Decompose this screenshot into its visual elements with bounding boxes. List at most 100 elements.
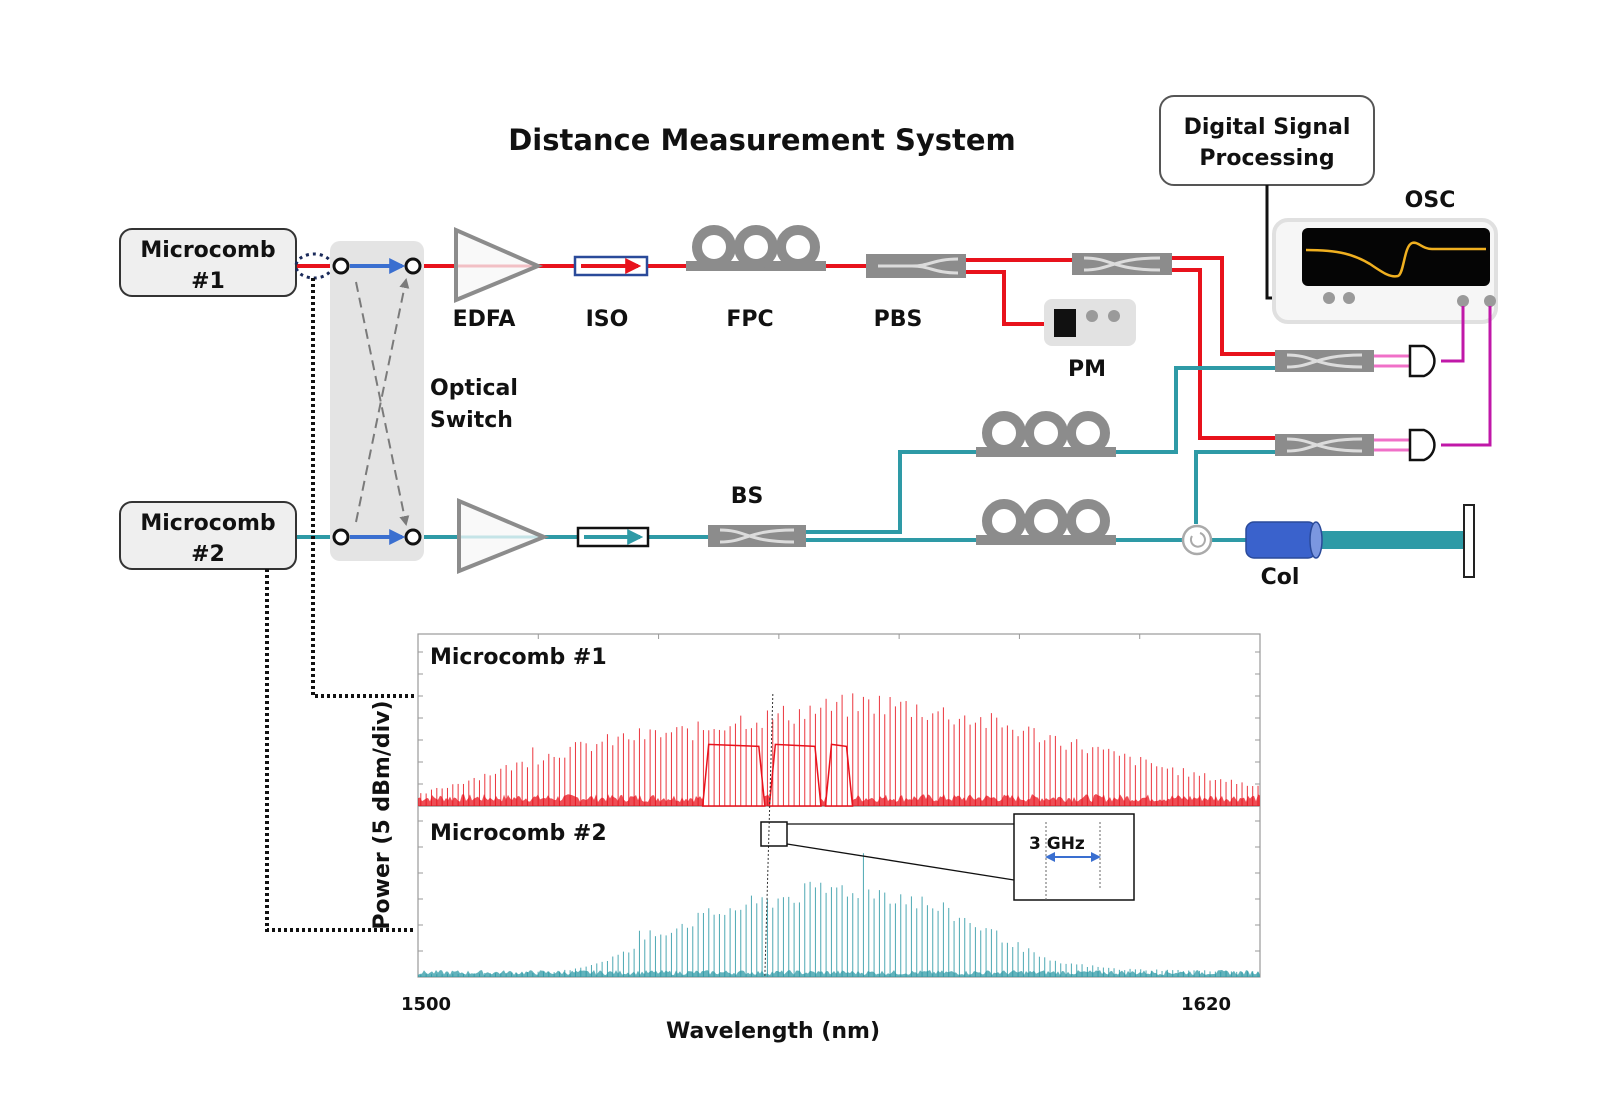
edfa-amplifier[interactable] [454, 226, 544, 303]
collimator[interactable] [1245, 521, 1323, 559]
isolator-bottom[interactable] [576, 526, 650, 548]
power-meter[interactable] [1044, 299, 1136, 346]
switch-port-out-1 [404, 257, 422, 275]
fiber-loop-icon [734, 225, 778, 269]
fiber-loop-icon [1024, 411, 1068, 455]
oscilloscope[interactable] [1272, 218, 1498, 324]
dsp-label-line1: Digital Signal [1184, 115, 1351, 140]
monitor-dotted-lines [265, 278, 414, 932]
pbs[interactable] [866, 254, 966, 278]
photodetector-icon[interactable] [1408, 344, 1436, 378]
x-axis-label: Wavelength (nm) [666, 1019, 880, 1044]
coupler-icon [1083, 256, 1161, 272]
zoom-source-box [760, 821, 788, 847]
axis-ticks [418, 634, 1260, 978]
iso-label: ISO [586, 307, 629, 332]
circulator-icon [1181, 524, 1213, 556]
pm-label: PM [1068, 357, 1106, 382]
mirror-icon[interactable] [1463, 504, 1475, 578]
free-space-beam [1320, 531, 1466, 549]
detector-pink-leads [1374, 354, 1410, 452]
pm-knob-icon [1108, 310, 1120, 322]
fiber-loop-icon [692, 225, 736, 269]
osc-input-port [1323, 292, 1335, 304]
coupler-top[interactable] [1072, 253, 1172, 275]
zoom-connector [786, 843, 1015, 881]
amplifier-triangle-icon [454, 226, 544, 303]
fpc-label: FPC [726, 307, 773, 332]
coupler-icon [719, 528, 795, 544]
filtered-band [701, 743, 766, 807]
comb1-fiber-paths [296, 256, 1275, 440]
pbs-split-icon [878, 257, 959, 275]
coupler-icon [1286, 353, 1363, 369]
pbs-label: PBS [874, 307, 923, 332]
bs-label: BS [731, 484, 764, 509]
fiber-loop-icon [1066, 499, 1110, 543]
amplifier-triangle-icon [457, 497, 550, 574]
fiber-loop-icon [982, 499, 1026, 543]
fiber-loop-icon [982, 411, 1026, 455]
osc-label: OSC [1405, 188, 1456, 213]
amplifier-comb2[interactable] [457, 497, 550, 574]
filtered-band [824, 743, 854, 807]
pm-knob-icon [1086, 310, 1098, 322]
dsp-box[interactable]: Digital Signal Processing [1159, 95, 1375, 186]
comb2-fiber-paths [296, 366, 1275, 542]
y-axis-label: Power (5 dBm/div) [370, 700, 395, 929]
switch-cross-arrow-down [355, 281, 410, 526]
fiber-loop-icon [776, 225, 820, 269]
circulator[interactable] [1181, 524, 1213, 556]
switch-port-in-1 [332, 257, 350, 275]
dsp-label-line2: Processing [1199, 146, 1334, 171]
coupler-body [1275, 350, 1374, 372]
source-microcomb-1[interactable]: Microcomb #1 [119, 228, 297, 297]
isolator-top[interactable] [573, 255, 649, 277]
coupler-body [1072, 253, 1172, 275]
filtered-band [768, 743, 822, 807]
spectrum-chart: Microcomb #1 Microcomb #2 3 GHz 1500 162… [370, 633, 1261, 1044]
fpc-reference-arm[interactable] [976, 411, 1116, 457]
osc-input-port [1343, 292, 1355, 304]
coupler-detector-2[interactable] [1275, 434, 1374, 456]
x-tick-label-start: 1500 [401, 994, 451, 1015]
microcomb-2-label-line1: Microcomb [140, 511, 275, 536]
coupler-icon [1286, 437, 1363, 453]
circulator-arrow-icon [1189, 532, 1206, 548]
microcomb-1-label-line1: Microcomb [140, 238, 275, 263]
pm-display-icon [1054, 309, 1076, 337]
beam-splitter[interactable] [708, 525, 806, 547]
coupler-body [1275, 434, 1374, 456]
photodetector-icon[interactable] [1408, 428, 1436, 462]
microcomb-2-label-line2: #2 [191, 542, 225, 567]
panel-label-microcomb-1: Microcomb #1 [430, 645, 607, 670]
osc-trace [1305, 241, 1486, 278]
osc-channel-port [1484, 295, 1496, 307]
switch-label-line2: Switch [430, 408, 513, 433]
detector-wires [1441, 306, 1492, 447]
fpc-top[interactable] [686, 225, 826, 271]
figure-title: Distance Measurement System [508, 123, 1016, 157]
fiber-loop-icon [1024, 499, 1068, 543]
marker-line [764, 693, 774, 978]
switch-port-out-2 [404, 528, 422, 546]
panel-label-microcomb-2: Microcomb #2 [430, 821, 607, 846]
osc-channel-port [1457, 295, 1469, 307]
x-tick-label-end: 1620 [1181, 994, 1231, 1015]
source-microcomb-2[interactable]: Microcomb #2 [119, 501, 297, 570]
col-label: Col [1261, 565, 1300, 590]
series-microcomb-1 [418, 693, 1260, 807]
fpc-measurement-arm[interactable] [976, 499, 1116, 545]
edfa-label: EDFA [453, 307, 516, 332]
switch-cross-arrow-up [355, 278, 410, 523]
osc-screen [1302, 228, 1490, 286]
microcomb-1-label-line2: #1 [191, 269, 225, 294]
fiber-loop-icon [1066, 411, 1110, 455]
coupler-body [708, 525, 806, 547]
inset-spacing-label: 3 GHz [1029, 834, 1085, 854]
coupler-detector-1[interactable] [1275, 350, 1374, 372]
switch-port-in-2 [332, 528, 350, 546]
switch-label-line1: Optical [430, 376, 518, 401]
optical-switch[interactable] [330, 241, 424, 561]
